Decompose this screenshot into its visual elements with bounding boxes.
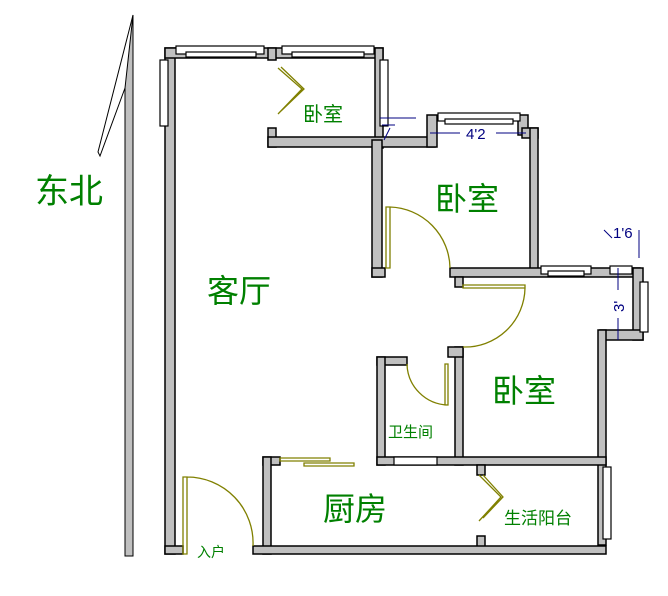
compass-label: 东北 [35,172,103,212]
dimension-side-window: 3' [611,301,628,312]
room-label-entrance: 入户 [197,544,225,561]
room-label-bathroom: 卫生间 [388,423,433,441]
dimension-lines [380,117,640,340]
dimension-side-small: 1'6 [613,225,633,242]
room-label-utility-balcony: 生活阳台 [504,509,572,529]
room-label-kitchen: 厨房 [323,490,387,528]
room-label-bedroom-small: 卧室 [303,102,343,126]
room-label-bedroom-3: 卧室 [492,372,556,410]
doors [182,66,526,555]
room-label-living-room: 客厅 [207,272,271,310]
walls [164,47,644,555]
north-arrow-icon [97,14,134,557]
windows [159,45,649,540]
room-label-bedroom-2: 卧室 [435,180,499,218]
dimension-bedroom-2-window: 4'2 [466,126,486,143]
